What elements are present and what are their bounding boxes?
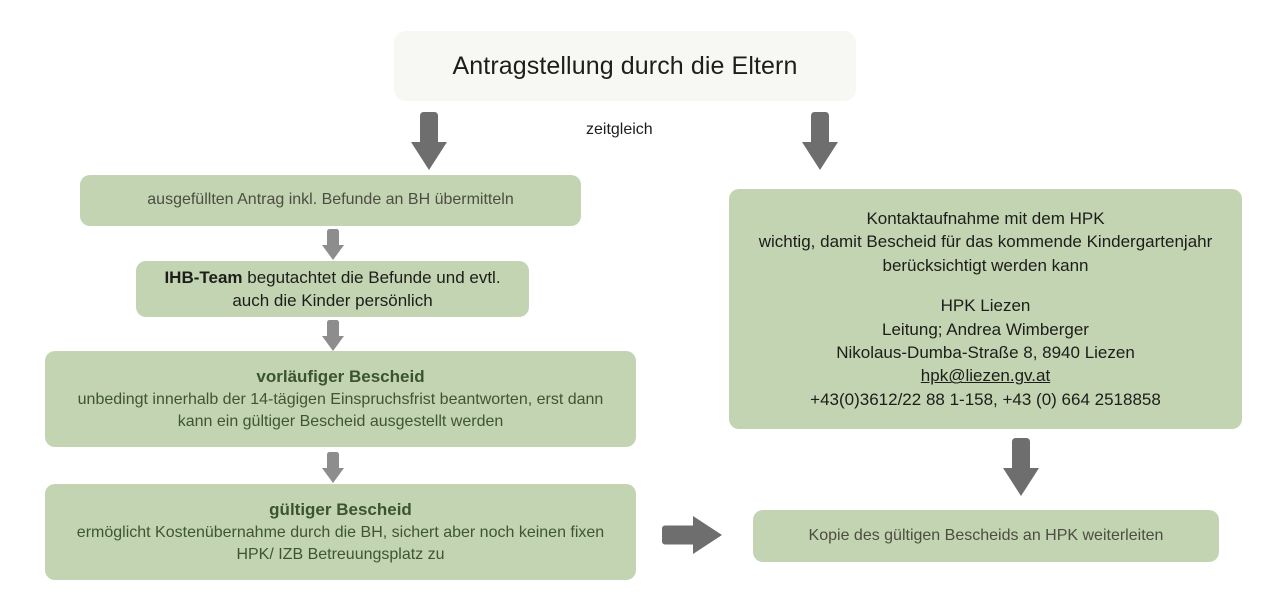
hpk-contact-line-2: wichtig, damit Bescheid für das kommende… — [758, 232, 1213, 252]
node-gueltiger-bescheid-content: gültiger Bescheid ermöglicht Kostenübern… — [45, 498, 636, 566]
arrow-down-to-left-branch — [411, 112, 447, 170]
label-zeitgleich: zeitgleich — [586, 121, 653, 138]
hpk-phone: +43(0)3612/22 88 1-158, +43 (0) 664 2518… — [810, 389, 1161, 409]
arrow-down-to-right-branch — [802, 112, 838, 170]
node-antrag-uebermitteln-text: ausgefüllten Antrag inkl. Befunde an BH … — [147, 191, 514, 209]
hpk-address: Nikolaus-Dumba-Straße 8, 8940 Liezen — [836, 342, 1135, 362]
node-vorlaeufiger-bescheid-content: vorläufiger Bescheid unbedingt innerhalb… — [45, 365, 636, 433]
node-ihb-team-text: IHB-Team begutachtet die Befunde und evt… — [136, 266, 529, 313]
node-title-text: Antragstellung durch die Eltern — [452, 51, 798, 80]
node-kopie-weiterleiten: Kopie des gültigen Bescheids an HPK weit… — [753, 510, 1219, 562]
arrow-down-antrag-to-ihb — [322, 229, 344, 260]
hpk-org-name: HPK Liezen — [940, 296, 1031, 316]
node-antragstellung-title: Antragstellung durch die Eltern — [394, 31, 856, 101]
hpk-lead-name: Leitung; Andrea Wimberger — [882, 319, 1089, 339]
node-hpk-kontakt-content: Kontaktaufnahme mit dem HPK wichtig, dam… — [729, 207, 1242, 412]
node-kopie-weiterleiten-text: Kopie des gültigen Bescheids an HPK weit… — [808, 526, 1164, 544]
node-vorlaeufiger-bescheid: vorläufiger Bescheid unbedingt innerhalb… — [45, 351, 636, 447]
node-vorlaeufiger-bescheid-heading: vorläufiger Bescheid — [256, 367, 425, 387]
node-ihb-team: IHB-Team begutachtet die Befunde und evt… — [136, 261, 529, 317]
node-ihb-team-label: IHB-Team — [164, 267, 243, 287]
node-gueltiger-bescheid: gültiger Bescheid ermöglicht Kostenübern… — [45, 484, 636, 580]
arrow-down-hpk-to-kopie — [1003, 438, 1039, 496]
hpk-spacer — [743, 277, 1228, 294]
arrow-down-vorlaeufig-to-gueltig — [322, 452, 344, 483]
arrow-down-ihb-to-vorlaeufig — [322, 320, 344, 351]
hpk-contact-line-3: berücksichtigt werden kann — [882, 255, 1089, 275]
node-hpk-kontakt: Kontaktaufnahme mit dem HPK wichtig, dam… — [729, 189, 1242, 429]
hpk-contact-line-1: Kontaktaufnahme mit dem HPK — [866, 208, 1105, 228]
hpk-email-link[interactable]: hpk@liezen.gv.at — [920, 366, 1051, 386]
arrow-right-gueltig-to-kopie — [662, 516, 722, 554]
node-vorlaeufiger-bescheid-body: unbedingt innerhalb der 14-tägigen Einsp… — [77, 390, 604, 430]
node-gueltiger-bescheid-body: ermöglicht Kostenübernahme durch die BH,… — [76, 523, 605, 563]
node-gueltiger-bescheid-heading: gültiger Bescheid — [269, 500, 412, 520]
node-antrag-uebermitteln: ausgefüllten Antrag inkl. Befunde an BH … — [80, 175, 581, 226]
hpk-email-link-wrapper: hpk@liezen.gv.at — [743, 364, 1228, 387]
node-ihb-team-description: begutachtet die Befunde und evtl. auch d… — [232, 267, 501, 310]
